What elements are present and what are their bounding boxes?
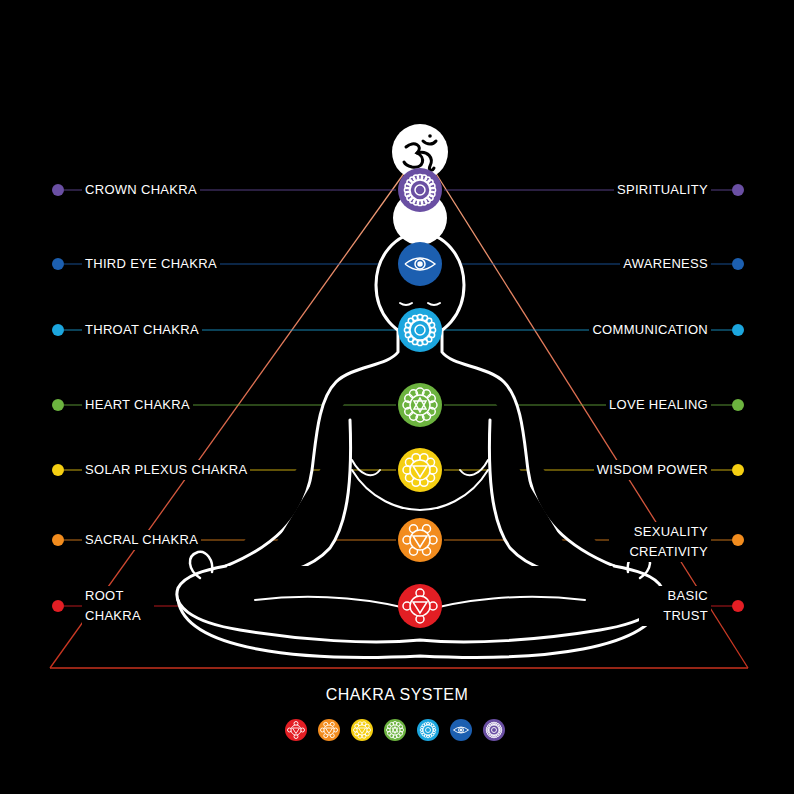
chakra-mini-icon: [318, 719, 340, 741]
chakra-name: ROOT CHAKRA: [82, 586, 154, 626]
leader-dot: [52, 534, 64, 546]
leader-dot: [732, 399, 744, 411]
chakra-name: THROAT CHAKRA: [82, 320, 202, 340]
leader-dot: [52, 600, 64, 612]
leader-dot: [732, 324, 744, 336]
chakra-icon: [398, 308, 442, 352]
leader-dot: [732, 184, 744, 196]
chakra-icon: [398, 168, 442, 212]
chakra-mini-icon: [384, 719, 406, 741]
chakra-meaning: BASIC TRUST: [639, 586, 711, 626]
leader-dot: [52, 324, 64, 336]
diagram-title: CHAKRA SYSTEM: [322, 686, 473, 704]
chakra-icon: [398, 448, 442, 492]
leader-dot: [52, 399, 64, 411]
leader-dot: [732, 258, 744, 270]
chakra-name: SACRAL CHAKRA: [82, 530, 201, 550]
chakra-name: THIRD EYE CHAKRA: [82, 254, 220, 274]
leader-dot: [732, 464, 744, 476]
meditating-figure: [177, 191, 663, 657]
chakra-icon: [398, 383, 442, 427]
chakra-name: HEART CHAKRA: [82, 395, 193, 415]
chakra-name: SOLAR PLEXUS CHAKRA: [82, 460, 250, 480]
leader-dot: [52, 258, 64, 270]
chakra-mini-icon: [285, 719, 307, 741]
chakra-icon: [398, 242, 442, 286]
triangle: [50, 172, 748, 668]
chakra-icons: [398, 168, 442, 628]
chakra-meaning: AWARENESS: [620, 254, 711, 274]
chakra-meaning: SPIRITUALITY: [614, 180, 711, 200]
chakra-icon: [398, 584, 442, 628]
leader-dot: [52, 464, 64, 476]
leader-dot: [732, 534, 744, 546]
chakra-icon-row: [285, 719, 505, 741]
chakra-mini-icon: [483, 719, 505, 741]
chakra-mini-icon: [351, 719, 373, 741]
chakra-meaning: WISDOM POWER: [594, 460, 711, 480]
chakra-mini-icon: [450, 719, 472, 741]
chakra-icon: [398, 518, 442, 562]
chakra-meaning: COMMUNICATION: [589, 320, 711, 340]
leader-dot: [52, 184, 64, 196]
leader-lines: [52, 184, 744, 612]
chakra-mini-icon: [417, 719, 439, 741]
chakra-meaning: LOVE HEALING: [606, 395, 711, 415]
chakra-name: CROWN CHAKRA: [82, 180, 200, 200]
chakra-meaning: SEXUALITY CREATIVITY: [609, 522, 711, 562]
leader-dot: [732, 600, 744, 612]
